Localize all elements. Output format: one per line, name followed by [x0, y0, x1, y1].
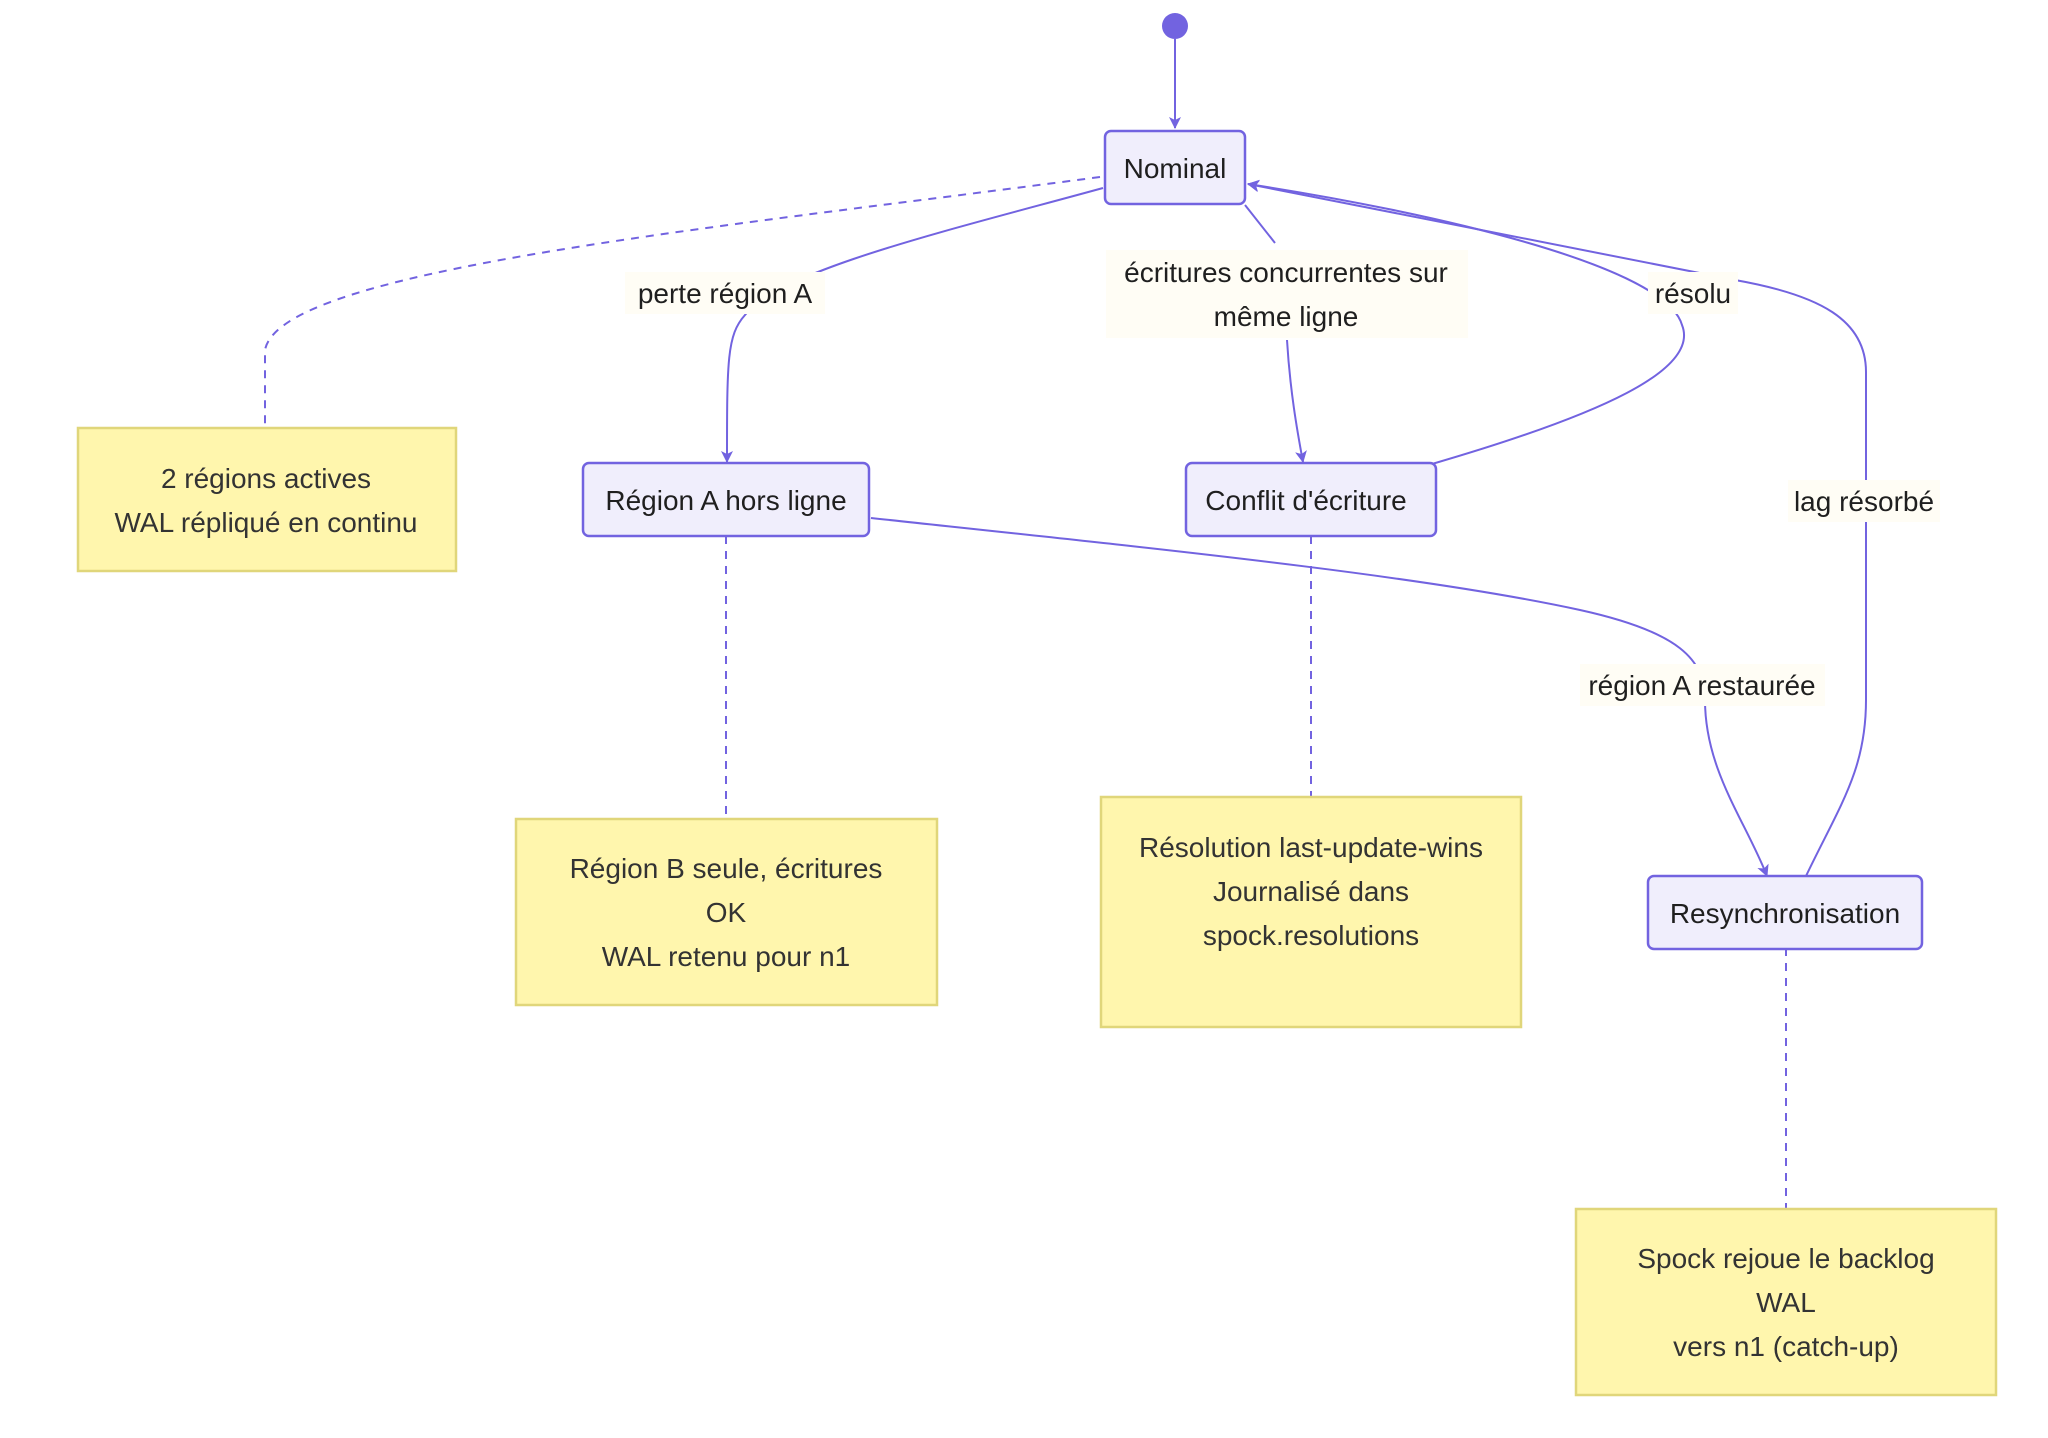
note-region-a-line1: Région B seule, écritures: [570, 853, 883, 884]
edge-label-lag-absorbed: lag résorbé: [1794, 486, 1934, 517]
edge-lag-absorbed: [1247, 180, 1867, 877]
note-link-nominal: [264, 176, 1101, 425]
note-write-conflict: Résolution last-update-wins Journalisé d…: [1099, 795, 1523, 1029]
label-bg-loss: [625, 272, 825, 314]
note-conflict-line1: Résolution last-update-wins: [1139, 832, 1483, 863]
note-resync-line1: Spock rejoue le backlog: [1637, 1243, 1934, 1274]
edge-label-region-a-restored: région A restaurée: [1588, 670, 1815, 701]
label-bg-lag: [1788, 480, 1940, 522]
note-region-a-line3: WAL retenu pour n1: [602, 941, 851, 972]
edge-region-a-restored: [870, 517, 1769, 877]
label-bg-resolved: [1648, 272, 1738, 314]
state-nominal[interactable]: Nominal: [1103, 129, 1247, 206]
edge-loss-region-a: [721, 187, 1104, 463]
note-resync: Spock rejoue le backlog WAL vers n1 (cat…: [1574, 1207, 1998, 1397]
edge-label-loss-region-a: perte région A: [638, 278, 813, 309]
state-resync[interactable]: Resynchronisation: [1646, 874, 1924, 951]
note-conflict-line2: Journalisé dans: [1213, 876, 1409, 907]
label-bg-concurrent: [1106, 250, 1468, 338]
note-nominal: 2 régions actives WAL répliqué en contin…: [76, 426, 458, 573]
state-region-a-offline-label: Région A hors ligne: [605, 485, 846, 516]
label-bg-restored: [1580, 664, 1825, 706]
note-resync-line3: vers n1 (catch-up): [1673, 1331, 1899, 1362]
note-nominal-line2: WAL répliqué en continu: [115, 507, 418, 538]
state-write-conflict[interactable]: Conflit d'écriture: [1184, 461, 1438, 538]
edge-label-resolved: résolu: [1655, 278, 1731, 309]
initial-state-dot: [1162, 13, 1188, 39]
state-nominal-label: Nominal: [1124, 153, 1227, 184]
edge-resolved: [1247, 179, 1685, 465]
state-write-conflict-label: Conflit d'écriture: [1205, 485, 1406, 516]
note-region-a-line2: OK: [706, 897, 747, 928]
edge-concurrent-writes: [1244, 204, 1303, 462]
note-nominal-line1: 2 régions actives: [161, 463, 371, 494]
state-resync-label: Resynchronisation: [1670, 898, 1900, 929]
state-region-a-offline[interactable]: Région A hors ligne: [581, 461, 871, 538]
edge-label-concurrent-writes-line1: écritures concurrentes sur: [1124, 257, 1448, 288]
edge-label-concurrent-writes-line2: même ligne: [1214, 301, 1359, 332]
note-conflict-line3: spock.resolutions: [1203, 920, 1419, 951]
note-region-a-offline: Région B seule, écritures OK WAL retenu …: [514, 817, 939, 1007]
note-resync-line2: WAL: [1756, 1287, 1816, 1318]
